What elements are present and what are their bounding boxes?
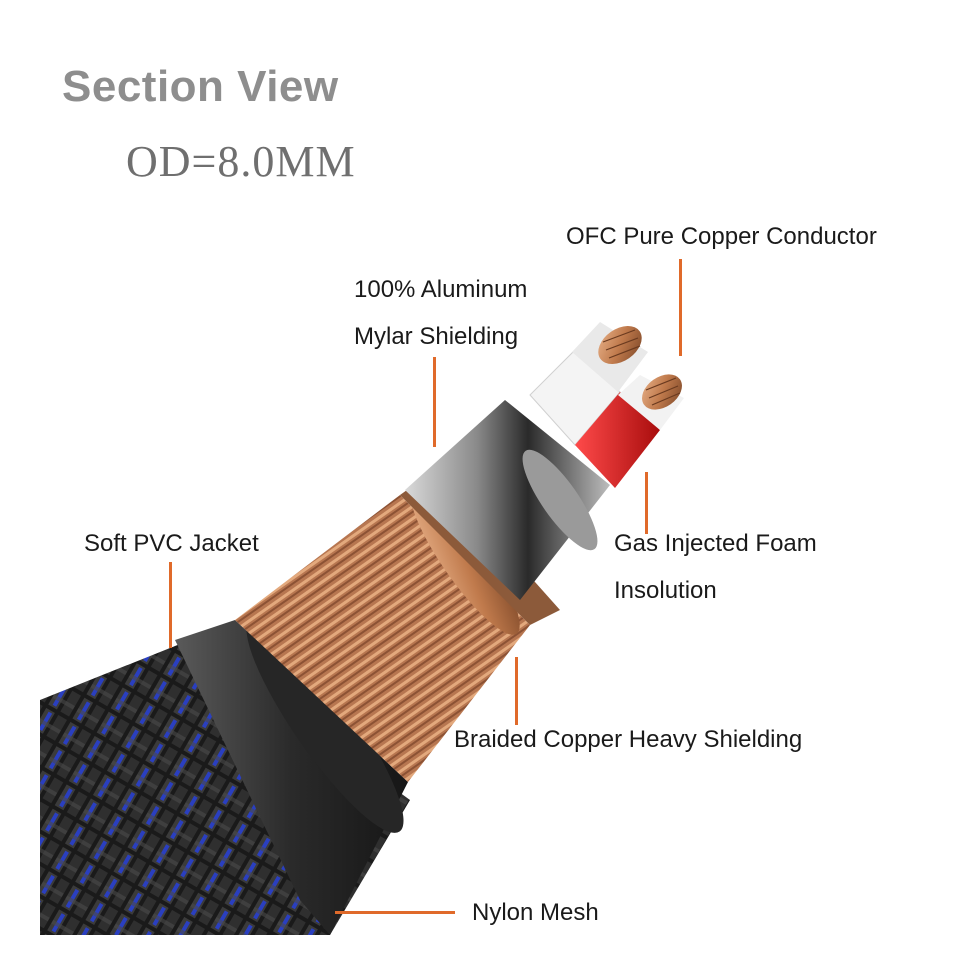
pvc-jacket-ring — [175, 617, 408, 935]
label-aluminum-line2: Mylar Shielding — [354, 323, 519, 350]
label-foam-line2: Insolution — [614, 577, 717, 604]
leader-foam — [645, 472, 648, 534]
label-braid: Braided Copper Heavy Shielding — [454, 726, 803, 753]
label-aluminum-line1: 100% Aluminum — [354, 276, 528, 303]
leader-aluminum — [433, 357, 436, 447]
leader-mesh — [335, 911, 455, 914]
label-foam-line1: Gas Injected Foam — [614, 530, 817, 557]
red-insulated-conductor — [575, 374, 684, 488]
leader-jacket — [169, 562, 172, 648]
diagram-title: Section View — [62, 62, 339, 111]
leader-braid — [515, 657, 518, 725]
leader-conductor — [679, 259, 682, 356]
diagram-subtitle: OD=8.0MM — [126, 137, 356, 186]
label-jacket: Soft PVC Jacket — [84, 530, 259, 557]
aluminum-foil-shield — [405, 400, 610, 600]
label-mesh: Nylon Mesh — [472, 899, 599, 926]
label-conductor: OFC Pure Copper Conductor — [566, 223, 877, 250]
